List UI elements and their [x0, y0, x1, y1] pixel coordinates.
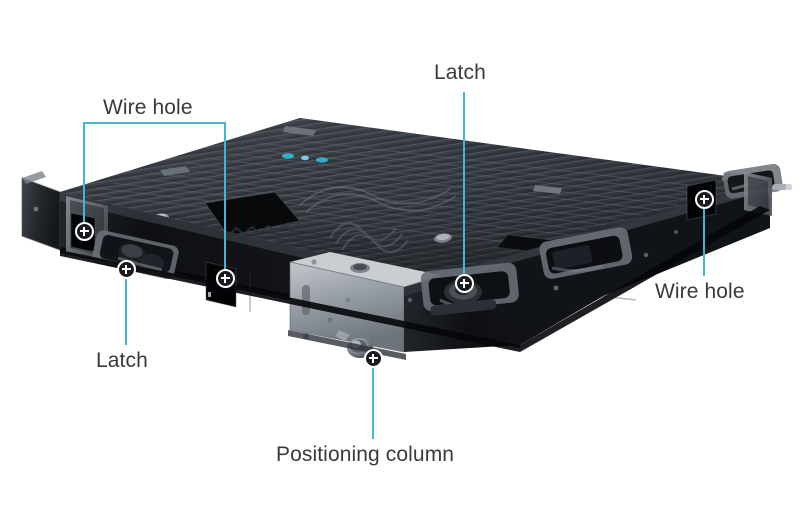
marker-wire-hole-right[interactable] [694, 189, 714, 209]
callout-label-latch-top: Latch [434, 61, 486, 84]
cabinet-front-face-right [404, 163, 793, 352]
leader-line-positioning-column [372, 365, 374, 439]
callout-label-wire-hole-right: Wire hole [655, 280, 745, 303]
marker-latch-bottom[interactable] [116, 259, 136, 279]
leader-line-latch-bottom [125, 276, 127, 345]
leader-line-wire-hole-left-a [83, 122, 85, 224]
callout-label-latch-bottom: Latch [96, 349, 148, 372]
latch-assembly-left [91, 230, 179, 280]
marker-wire-hole-left-b[interactable] [215, 268, 235, 288]
cabinet-left-side [21, 171, 61, 251]
leader-line-wire-hole-left-b [224, 122, 226, 271]
marker-latch-top[interactable] [454, 273, 474, 293]
leader-bracket-wire-hole-left [83, 122, 224, 124]
leader-line-latch-top [463, 92, 465, 276]
callout-label-wire-hole-left: Wire hole [103, 96, 193, 119]
marker-positioning-column[interactable] [363, 348, 383, 368]
latch-assembly-right [539, 227, 633, 279]
leader-line-wire-hole-right [703, 206, 705, 276]
callout-label-positioning-column: Positioning column [276, 443, 455, 466]
marker-wire-hole-left-a[interactable] [74, 221, 94, 241]
